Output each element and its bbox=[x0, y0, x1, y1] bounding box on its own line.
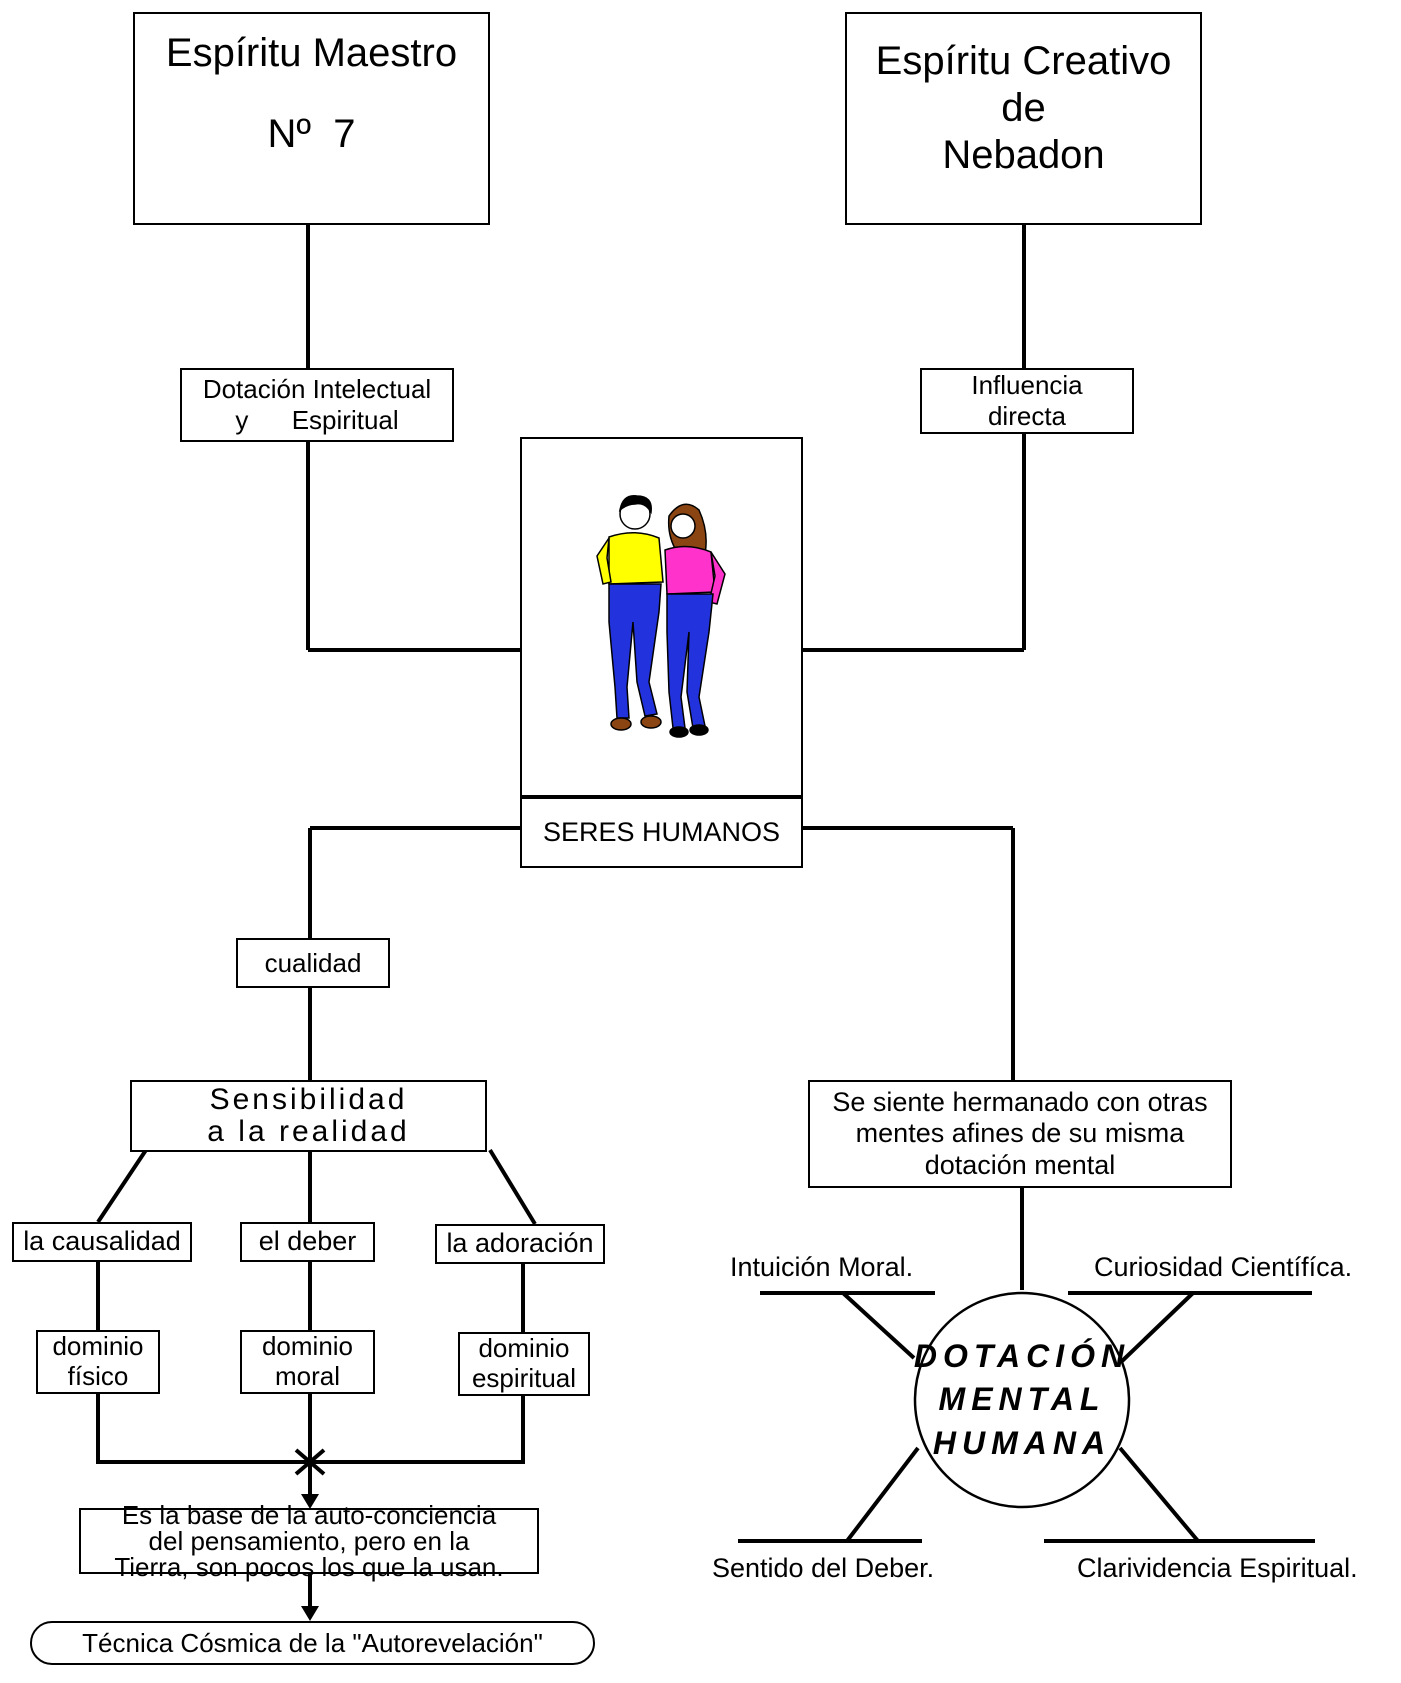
brotherhood-line3: dotación mental bbox=[924, 1149, 1116, 1180]
spoke-sense-of-duty: Sentido del Deber. bbox=[712, 1553, 935, 1583]
master-spirit-number: Nº 7 bbox=[267, 112, 356, 157]
master-spirit-box: Espíritu Maestro Nº 7 bbox=[133, 12, 490, 225]
creative-spirit-of: de bbox=[1001, 86, 1046, 131]
quality-box: cualidad bbox=[236, 938, 390, 988]
influence-label-line2: directa bbox=[987, 401, 1067, 431]
spoke-scientific-curiosity: Curiosidad Científíca. bbox=[1094, 1252, 1353, 1282]
domain-physical-box: dominio físico bbox=[36, 1330, 160, 1394]
branch-duty-label: el deber bbox=[258, 1226, 357, 1257]
human-beings-caption-box: SERES HUMANOS bbox=[520, 797, 803, 868]
couple-walking-illustration bbox=[595, 495, 726, 738]
creative-spirit-box: Espíritu Creativo de Nebadon bbox=[845, 12, 1202, 225]
sensibility-line1: Sensibilidad bbox=[209, 1082, 408, 1116]
circle-line3: HUMANA bbox=[932, 1424, 1112, 1461]
technique-capsule: Técnica Cósmica de la "Autorevelación" bbox=[30, 1621, 595, 1665]
brotherhood-line1: Se siente hermanado con otras bbox=[832, 1087, 1208, 1118]
mental-endowment-label: DOTACIÓN MENTAL HUMANA bbox=[914, 1300, 1124, 1500]
branch-causality: la causalidad bbox=[12, 1222, 192, 1262]
human-beings-caption: SERES HUMANOS bbox=[542, 816, 781, 847]
spoke-moral-intuition: Intuición Moral. bbox=[730, 1252, 914, 1282]
domain-spiritual-box: dominio espiritual bbox=[458, 1332, 590, 1396]
domain-moral-box: dominio moral bbox=[240, 1330, 375, 1394]
brotherhood-line2: mentes afines de su misma bbox=[855, 1118, 1185, 1149]
domain-physical-line2: físico bbox=[67, 1361, 129, 1391]
circle-line2: MENTAL bbox=[938, 1381, 1106, 1418]
master-spirit-title: Espíritu Maestro bbox=[165, 31, 458, 75]
domain-spiritual-line2: espiritual bbox=[471, 1363, 577, 1393]
technique-label: Técnica Cósmica de la "Autorevelación" bbox=[82, 1627, 543, 1658]
branch-causality-label: la causalidad bbox=[23, 1226, 181, 1257]
endowment-label-box: Dotación Intelectual y Espiritual bbox=[180, 368, 454, 442]
human-beings-image-box bbox=[520, 437, 803, 797]
creative-spirit-title: Espíritu Creativo bbox=[875, 39, 1172, 83]
creative-spirit-name: Nebadon bbox=[942, 133, 1105, 178]
circle-line1: DOTACIÓN bbox=[913, 1338, 1131, 1375]
domain-physical-line1: dominio bbox=[52, 1331, 144, 1362]
quality-label: cualidad bbox=[264, 947, 362, 978]
influence-label-box: Influencia directa bbox=[920, 368, 1134, 434]
brotherhood-box: Se siente hermanado con otras mentes afi… bbox=[808, 1080, 1232, 1188]
base-text-line3: Tierra, son pocos los que la usan. bbox=[114, 1552, 504, 1582]
influence-label-line1: Influencia bbox=[971, 369, 1083, 400]
base-text-line2: del pensamiento, pero en la bbox=[148, 1526, 470, 1556]
endowment-label-line2: y Espiritual bbox=[235, 405, 399, 435]
spoke-spiritual-insight: Clarividencia Espiritual. bbox=[1077, 1553, 1358, 1583]
domain-moral-line1: dominio bbox=[261, 1331, 354, 1362]
sensibility-line2: a la realidad bbox=[207, 1115, 410, 1148]
base-text-box: Es la base de la auto-conciencia del pen… bbox=[79, 1502, 539, 1580]
domain-moral-line2: moral bbox=[274, 1361, 340, 1391]
branch-worship-label: la adoración bbox=[446, 1228, 594, 1259]
sensibility-box: Sensibilidad a la realidad bbox=[130, 1080, 487, 1152]
endowment-label-line1: Dotación Intelectual bbox=[202, 373, 432, 404]
mental-endowment-circle bbox=[913, 1291, 1131, 1509]
branch-duty: el deber bbox=[240, 1222, 375, 1262]
branch-worship: la adoración bbox=[435, 1224, 605, 1264]
domain-spiritual-line1: dominio bbox=[478, 1333, 570, 1364]
base-text-line1: Es la base de la auto-conciencia bbox=[121, 1500, 497, 1530]
